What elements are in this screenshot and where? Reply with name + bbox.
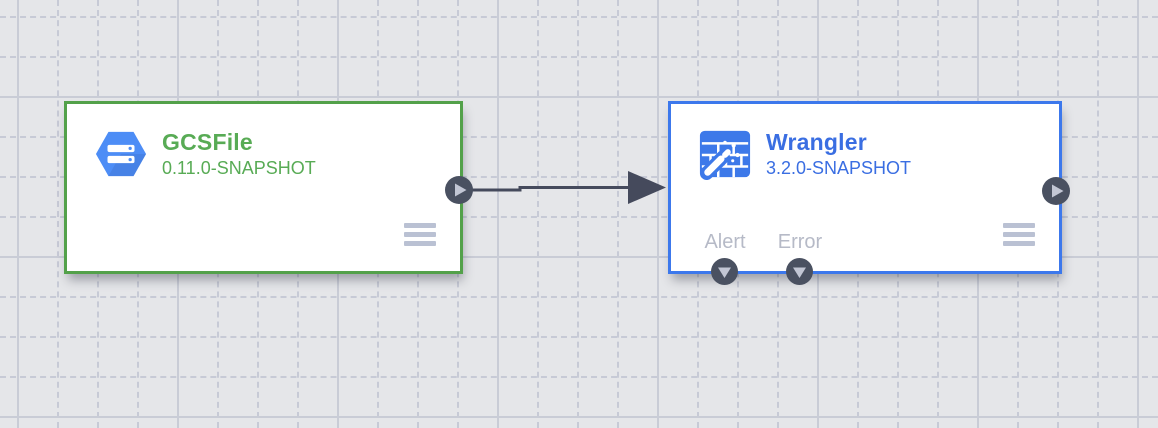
grid-line <box>0 136 1158 138</box>
triangle-down-icon <box>793 267 806 278</box>
alert-port-label: Alert <box>704 231 746 253</box>
grid-line <box>0 336 1158 338</box>
grid-line <box>1137 0 1139 428</box>
node-title: Wrangler <box>766 129 867 155</box>
grid-line <box>0 216 1158 218</box>
gcs-bucket-icon <box>94 128 148 180</box>
grid-line <box>57 0 59 428</box>
output-port[interactable] <box>1042 177 1070 205</box>
node-version: 0.11.0-SNAPSHOT <box>162 158 316 178</box>
hamburger-menu-icon[interactable] <box>1003 219 1035 250</box>
wrangler-wand-icon <box>698 128 752 180</box>
grid-line <box>1097 0 1099 428</box>
grid-line <box>0 416 1158 418</box>
grid-line <box>497 0 499 428</box>
grid-line <box>617 0 619 428</box>
node-gcsfile[interactable]: GCSFile 0.11.0-SNAPSHOT <box>64 101 473 274</box>
triangle-down-icon <box>718 267 731 278</box>
grid-line <box>0 16 1158 18</box>
grid-line <box>0 96 1158 98</box>
play-icon <box>1052 184 1064 198</box>
grid-line <box>577 0 579 428</box>
node-version: 3.2.0-SNAPSHOT <box>766 158 912 178</box>
node-title: GCSFile <box>162 129 253 155</box>
hamburger-menu-icon[interactable] <box>404 219 436 250</box>
grid-line <box>0 256 1158 258</box>
grid-line <box>657 0 659 428</box>
grid-line <box>0 176 1158 178</box>
play-icon <box>455 183 467 197</box>
grid-line <box>537 0 539 428</box>
grid-line <box>0 296 1158 298</box>
grid-line <box>17 0 19 428</box>
grid-line <box>0 56 1158 58</box>
alert-port[interactable] <box>711 258 738 285</box>
connection-gcsfile-to-wrangler[interactable] <box>458 168 672 208</box>
error-port-label: Error <box>777 231 823 253</box>
node-wrangler[interactable]: Wrangler 3.2.0-SNAPSHOT Alert Error <box>668 101 1070 285</box>
error-port[interactable] <box>786 258 813 285</box>
output-port[interactable] <box>445 176 473 204</box>
grid-line <box>0 376 1158 378</box>
